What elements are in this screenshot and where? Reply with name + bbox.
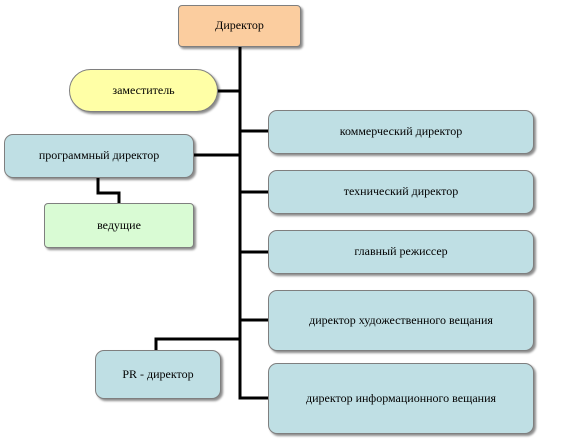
hosts-label: ведущие [97, 217, 141, 232]
program-director-node[interactable]: программный директор [4, 134, 194, 178]
deputy-node[interactable]: заместитель [69, 69, 218, 112]
director-node[interactable]: Директор [178, 5, 301, 47]
info-broadcast-director-label: директор информационного вещания [305, 390, 497, 405]
art-broadcast-director-label: директор художественного вещания [309, 312, 493, 327]
director-label: Директор [215, 18, 264, 33]
pr-director-label: PR - директор [122, 366, 194, 381]
hosts-node[interactable]: ведущие [44, 203, 194, 248]
chief-director-label: главный режиссер [354, 244, 448, 259]
pr-director-node[interactable]: PR - директор [95, 350, 221, 399]
deputy-label: заместитель [112, 82, 175, 97]
commercial-director-node[interactable]: коммерческий директор [268, 110, 534, 154]
connector-hosts [96, 176, 121, 205]
technical-director-label: технический директор [343, 184, 459, 199]
technical-director-node[interactable]: технический директор [268, 170, 534, 214]
chief-director-node[interactable]: главный режиссер [268, 230, 534, 274]
program-director-label: программный директор [38, 148, 160, 163]
art-broadcast-director-node[interactable]: директор художественного вещания [268, 290, 534, 351]
info-broadcast-director-node[interactable]: директор информационного вещания [268, 363, 534, 434]
commercial-director-label: коммерческий директор [339, 124, 463, 139]
